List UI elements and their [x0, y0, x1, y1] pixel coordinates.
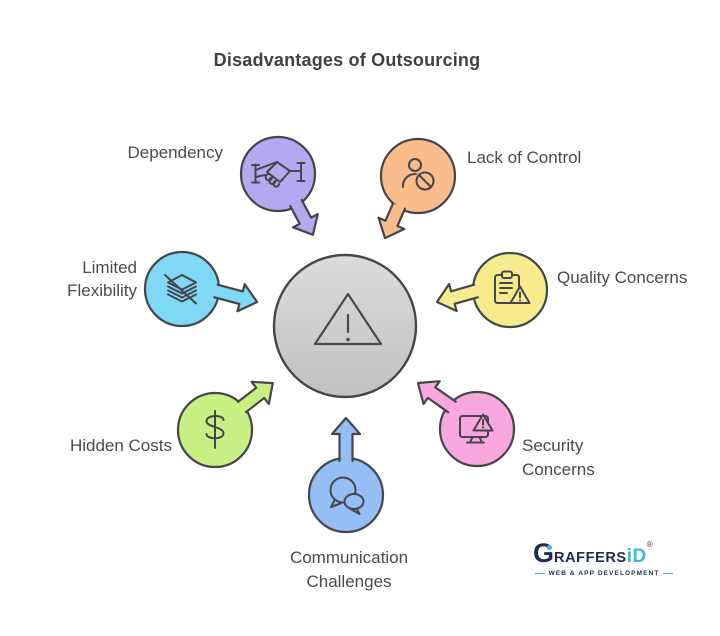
clipboard-warning-icon	[494, 270, 531, 304]
logo-letter-g: G	[533, 538, 555, 568]
tagline-text: WEB & APP DEVELOPMENT	[548, 570, 660, 577]
security-concerns-arrow	[416, 380, 457, 414]
person-blocked-icon	[402, 158, 435, 191]
communication-challenges-circle	[307, 456, 385, 534]
logo-id-text: iD	[626, 546, 647, 567]
dependency-circle	[239, 135, 317, 213]
layers-slash-icon	[164, 274, 197, 305]
label-line: Security	[522, 436, 584, 455]
quality-concerns-arrow	[435, 282, 479, 313]
handshake-icon	[251, 161, 306, 188]
label-line: Quality Concerns	[557, 268, 688, 287]
label-quality-concerns: Quality Concerns	[557, 266, 717, 289]
label-communication-challenges: Communication Challenges	[239, 546, 459, 594]
label-limited-flexibility: Limited Flexibility	[27, 256, 137, 302]
label-line: Dependency	[127, 143, 223, 162]
page-title: Disadvantages of Outsourcing	[213, 50, 481, 70]
node-hidden-costs	[176, 380, 274, 469]
label-hidden-costs: Hidden Costs	[32, 434, 172, 457]
label-line: Limited	[82, 258, 137, 277]
center-circle	[272, 253, 418, 399]
warning-triangle-icon	[313, 292, 383, 346]
quality-concerns-circle	[471, 251, 549, 329]
label-line: Concerns	[522, 460, 595, 479]
label-line: Lack of Control	[467, 148, 582, 167]
registered-trademark-icon: ®	[646, 540, 653, 549]
label-security-concerns: Security Concerns	[522, 434, 642, 482]
node-security-concerns	[416, 380, 516, 468]
lack-of-control-arrow	[377, 202, 407, 240]
node-communication-challenges	[307, 416, 385, 534]
dependency-arrow	[289, 198, 319, 236]
logo-cyan-dot-icon	[547, 545, 552, 550]
hidden-costs-arrow	[236, 380, 274, 414]
dollar-icon	[205, 410, 225, 449]
label-line: Communication	[289, 548, 409, 567]
label-line: Hidden Costs	[69, 436, 172, 455]
tagline-dash-left	[535, 573, 545, 574]
label-line: Flexibility	[67, 281, 137, 300]
logo-raffers-text: RAFFERS	[554, 550, 627, 566]
limited-flexibility-arrow	[213, 283, 259, 313]
label-dependency: Dependency	[73, 141, 223, 164]
label-line: Challenges	[306, 572, 392, 591]
node-dependency	[239, 135, 319, 236]
node-quality-concerns	[435, 251, 549, 329]
node-limited-flexibility	[143, 250, 259, 328]
node-lack-of-control	[377, 137, 457, 240]
label-lack-of-control: Lack of Control	[467, 146, 627, 169]
tagline-dash-right	[663, 573, 673, 574]
logo-tagline: WEB & APP DEVELOPMENT	[535, 570, 673, 577]
communication-challenges-arrow	[330, 416, 362, 463]
monitor-warning-icon	[459, 413, 494, 444]
speech-bubbles-icon	[329, 476, 365, 515]
center-node	[272, 253, 418, 399]
